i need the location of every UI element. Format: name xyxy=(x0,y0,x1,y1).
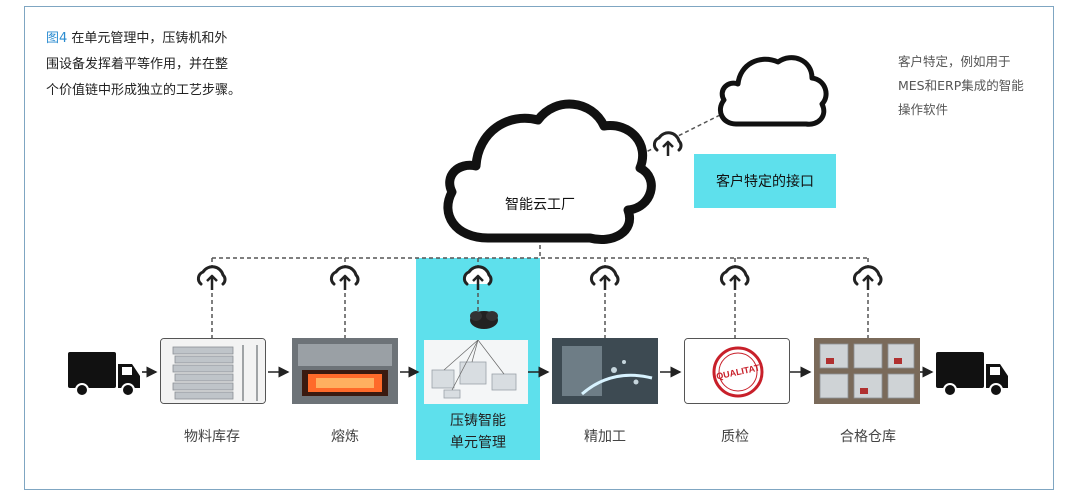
cloud-factory-label: 智能云工厂 xyxy=(505,197,575,213)
note-line-2: MES和ERP集成的智能 xyxy=(898,78,1024,93)
caption-line-2: 围设备发挥着平等作用，并在整 xyxy=(46,57,229,72)
upload-cloud-icon xyxy=(462,265,493,292)
step-label-smart-cell: 压铸智能 单元管理 xyxy=(416,410,540,454)
upload-cloud-icon xyxy=(329,265,360,292)
step-label-smelting: 熔炼 xyxy=(331,429,359,445)
figure-ref: 图4 xyxy=(46,31,68,46)
caption-line-1: 在单元管理中，压铸机和外 xyxy=(67,31,228,46)
cell-layout-image xyxy=(424,340,528,404)
upload-cloud-icon xyxy=(196,265,227,292)
upload-cloud-icon xyxy=(652,131,683,158)
smart-cell-label-line-1: 压铸智能 xyxy=(450,413,506,429)
note-line-1: 客户特定，例如用于 xyxy=(898,54,1011,69)
material-stack-image xyxy=(160,338,266,404)
figure-caption: 图4 在单元管理中，压铸机和外 围设备发挥着平等作用，并在整 个价值链中形成独立… xyxy=(46,26,286,104)
upload-cloud-icon xyxy=(852,265,883,292)
figure-frame xyxy=(24,6,1054,490)
step-label-inspection: 质检 xyxy=(721,429,749,445)
brain-icon xyxy=(470,311,498,329)
caption-line-3: 个价值链中形成独立的工艺步骤。 xyxy=(46,83,242,98)
customer-interface-box: 客户特定的接口 xyxy=(694,154,836,208)
truck-icon-right xyxy=(936,352,1008,397)
customer-cloud-icon xyxy=(718,55,829,127)
step-label-material-stock: 物料库存 xyxy=(184,429,240,445)
truck-icon-left xyxy=(68,352,140,397)
qualitat-stamp-image: QUALITAT xyxy=(684,338,790,404)
warehouse-image xyxy=(814,338,920,404)
step-label-qualified-warehouse: 合格仓库 xyxy=(840,429,896,445)
dashed-step-links xyxy=(211,258,869,338)
machining-image xyxy=(552,338,658,404)
furnace-image xyxy=(292,338,398,404)
smart-cell-label-line-2: 单元管理 xyxy=(450,435,506,451)
upload-cloud-icon xyxy=(719,265,750,292)
step-label-finishing: 精加工 xyxy=(584,429,626,445)
interface-label: 客户特定的接口 xyxy=(716,174,814,190)
smart-cloud-factory-icon xyxy=(443,99,656,244)
upload-cloud-icon xyxy=(589,265,620,292)
note-line-3: 操作软件 xyxy=(898,102,949,117)
customer-note: 客户特定，例如用于 MES和ERP集成的智能 操作软件 xyxy=(898,50,1048,122)
